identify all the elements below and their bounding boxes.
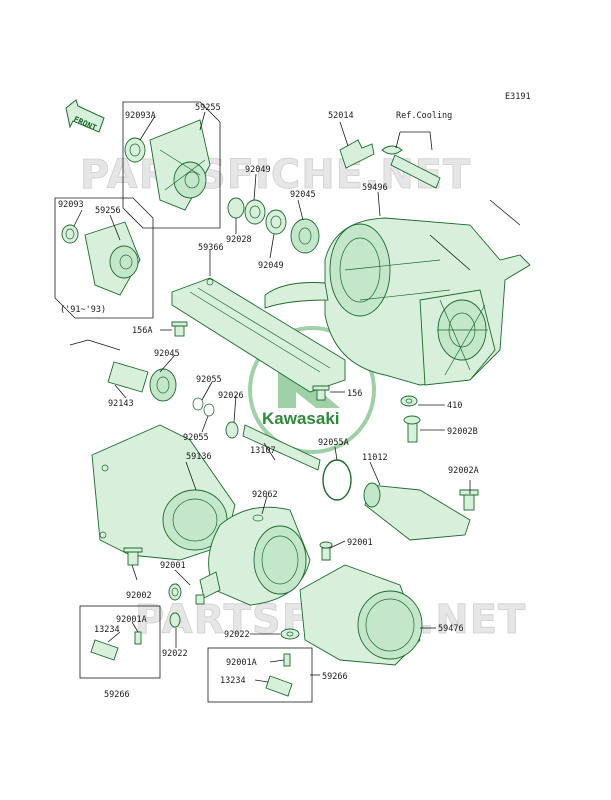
label-92002A: 92002A: [448, 466, 479, 476]
cone-nozzle: [322, 459, 479, 541]
steering-nozzle: [195, 506, 311, 606]
label-92028: 92028: [226, 235, 252, 245]
label-59255: 59255: [195, 103, 221, 113]
cone-housing: [91, 424, 236, 561]
label-years: ('91~'93): [60, 305, 106, 315]
label-92055-lower: 92055: [183, 433, 209, 443]
label-11012: 11012: [362, 453, 388, 463]
bolt-group-mid: [171, 321, 421, 443]
label-92026: 92026: [218, 391, 244, 401]
label-59266-right: 59266: [322, 672, 348, 682]
label-59266-left: 59266: [104, 690, 130, 700]
label-156: 156: [347, 389, 362, 399]
label-92022-mid: 92022: [224, 630, 250, 640]
label-59496: 59496: [362, 183, 388, 193]
label-92022-left: 92022: [162, 649, 188, 659]
label-92062: 92062: [252, 490, 278, 500]
label-92001A-left: 92001A: [116, 615, 147, 625]
label-13234-right: 13234: [220, 676, 246, 686]
label-59256: 59256: [95, 206, 121, 216]
impeller-box-lower: [54, 197, 154, 319]
impeller-box-top: [122, 101, 221, 229]
label-92001-left: 92001: [160, 561, 186, 571]
label-92049-upper: 92049: [245, 165, 271, 175]
reverse-ring: [280, 541, 423, 666]
label-92001-right: 92001: [347, 538, 373, 548]
leader-lines: [69, 111, 471, 683]
kawasaki-logo-text: Kawasaki: [262, 409, 340, 428]
front-arrow-icon: FRONT: [65, 99, 105, 133]
label-13234-left: 13234: [94, 625, 120, 635]
shaft-parts-left: [107, 361, 321, 471]
label-52014: 52014: [328, 111, 354, 121]
watermark-top: PARTSFICHE.NET: [80, 152, 471, 198]
label-92001A-right: 92001A: [226, 658, 257, 668]
label-ref-cooling: Ref.Cooling: [396, 111, 452, 121]
label-92049-lower: 92049: [258, 261, 284, 271]
label-59136: 59136: [186, 452, 212, 462]
label-92093A: 92093A: [125, 111, 156, 121]
label-92055-upper: 92055: [196, 375, 222, 385]
mount-plate: [171, 277, 346, 393]
label-92002: 92002: [126, 591, 152, 601]
kit-box-left: [79, 605, 161, 679]
label-59476: 59476: [438, 624, 464, 634]
kit-box-right: [207, 647, 313, 703]
label-156A: 156A: [132, 326, 152, 336]
label-59366: 59366: [198, 243, 224, 253]
label-92045-lower: 92045: [154, 349, 180, 359]
label-92055A: 92055A: [318, 438, 349, 448]
label-410: 410: [447, 401, 462, 411]
label-92045-upper: 92045: [290, 190, 316, 200]
diagram-code: E3191: [505, 92, 531, 102]
label-92143: 92143: [108, 399, 134, 409]
bolt-group-lower: [123, 547, 182, 628]
label-92093: 92093: [58, 200, 84, 210]
cooling-fitting: [339, 131, 441, 189]
label-13107: 13107: [250, 446, 276, 456]
label-92002B: 92002B: [447, 427, 478, 437]
pump-housing: [264, 199, 531, 386]
